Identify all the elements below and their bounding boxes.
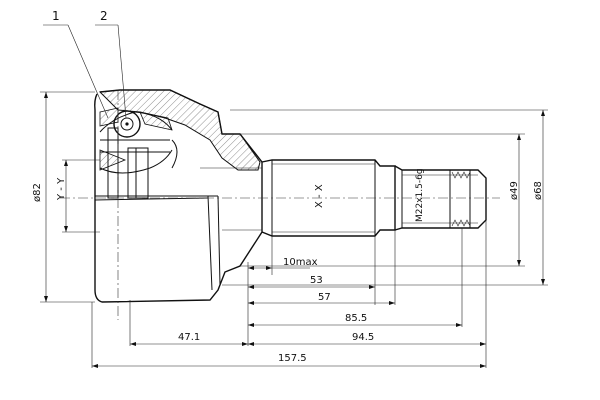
body-edge-2 bbox=[207, 195, 213, 291]
cage-hatch-left bbox=[99, 107, 119, 127]
diameter-dims: ø82 Y - Y ø68 ø49 X - X M22x1.5-6g bbox=[32, 91, 548, 303]
length-dims: 10max 53 57 85.5 47.1 94.5 157.5 bbox=[44, 92, 545, 368]
dim-85-5-label: 85.5 bbox=[345, 313, 367, 324]
ball-center bbox=[125, 122, 129, 126]
dim-53-label: 53 bbox=[310, 275, 323, 286]
cage-arc-low bbox=[99, 149, 173, 174]
body-edge-1 bbox=[94, 197, 209, 201]
ball-inner bbox=[120, 117, 134, 131]
housing-section-hatch bbox=[98, 89, 261, 171]
housing bbox=[94, 89, 263, 303]
d68-label: ø68 bbox=[533, 181, 544, 200]
xx-label: X - X bbox=[314, 184, 325, 208]
thread-teeth bbox=[451, 171, 471, 227]
race-right bbox=[127, 147, 149, 199]
callout-1-leader bbox=[67, 24, 109, 119]
dim-57-label: 57 bbox=[318, 292, 331, 303]
cage-hatch-right bbox=[139, 111, 173, 131]
callout-1-label: 1 bbox=[52, 9, 60, 23]
callout-2-leader bbox=[117, 24, 127, 119]
callout-2-label: 2 bbox=[100, 9, 108, 23]
inner-race bbox=[99, 107, 178, 199]
dim-10max-label: 10max bbox=[283, 257, 318, 268]
dimension-arrowheads bbox=[44, 92, 545, 368]
body-edge-3 bbox=[217, 195, 221, 286]
spline-body bbox=[261, 159, 396, 237]
thread-body bbox=[394, 165, 487, 231]
yy-label: Y - Y bbox=[56, 177, 67, 201]
housing-body bbox=[94, 128, 263, 303]
dim-157-5-label: 157.5 bbox=[278, 353, 307, 364]
housing-outline-top bbox=[94, 93, 98, 128]
dim-94-5-label: 94.5 bbox=[352, 332, 374, 343]
shaft bbox=[261, 159, 487, 237]
dim-47-1-label: 47.1 bbox=[178, 332, 200, 343]
cage-hatch-low bbox=[99, 149, 127, 171]
ball-outer bbox=[113, 110, 141, 138]
callouts: 1 2 bbox=[43, 9, 127, 119]
d82-label: ø82 bbox=[32, 183, 43, 202]
housing-shoulder bbox=[99, 89, 263, 163]
d49-label: ø49 bbox=[509, 181, 520, 200]
thread-label: M22x1.5-6g bbox=[415, 168, 425, 222]
cage-arc-right bbox=[171, 139, 178, 169]
